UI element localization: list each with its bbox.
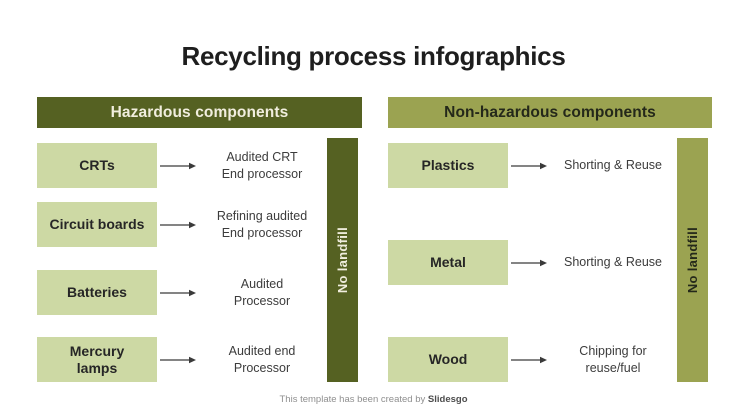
- component-box-mercury-lamps: Mercury lamps: [37, 337, 157, 382]
- component-label: CRTs: [79, 157, 115, 174]
- no-landfill-label: No landfill: [685, 226, 700, 294]
- component-box-metal: Metal: [388, 240, 508, 285]
- arrow-icon: [157, 355, 199, 365]
- no-landfill-label: No landfill: [335, 226, 350, 294]
- arrow-icon: [508, 161, 550, 171]
- result-line2: Processor: [233, 360, 291, 375]
- non-hazardous-header: Non-hazardous components: [388, 97, 712, 128]
- arrow-icon: [157, 220, 199, 230]
- component-box-crts: CRTs: [37, 143, 157, 188]
- result-line2: End processor: [221, 166, 303, 181]
- brand-name: Slidesgo: [427, 394, 468, 405]
- flow-row-circuit-boards: Circuit boards Refining audited End proc…: [37, 202, 325, 247]
- arrow-icon: [508, 258, 550, 268]
- component-box-batteries: Batteries: [37, 270, 157, 315]
- process-result: Shorting & Reuse: [550, 157, 676, 173]
- no-landfill-bar-left: No landfill: [327, 138, 358, 382]
- arrow-icon: [157, 161, 199, 171]
- result-line1: Chipping for: [579, 344, 647, 359]
- component-label: Mercury: [69, 343, 125, 360]
- arrow-icon: [508, 355, 550, 365]
- flow-row-wood: Wood Chipping for reuse/fuel: [388, 337, 676, 382]
- flow-row-plastics: Plastics Shorting & Reuse: [388, 143, 676, 188]
- process-result: Audited end Processor: [199, 343, 325, 376]
- component-label: Circuit boards: [49, 216, 145, 233]
- flow-row-mercury-lamps: Mercury lamps Audited end Processor: [37, 337, 325, 382]
- non-hazardous-header-label: Non-hazardous components: [444, 103, 656, 121]
- flow-row-crts: CRTs Audited CRT End processor: [37, 143, 325, 188]
- result-line1: Refining audited: [216, 209, 308, 224]
- hazardous-header-label: Hazardous components: [110, 103, 289, 121]
- process-result: Shorting & Reuse: [550, 254, 676, 270]
- component-label: Metal: [430, 254, 466, 271]
- hazardous-header: Hazardous components: [37, 97, 362, 128]
- result-line1: Shorting & Reuse: [564, 158, 662, 173]
- page-title: Recycling process infographics: [181, 41, 566, 71]
- attribution-text: This template has been created by: [279, 394, 428, 405]
- arrow-icon: [157, 288, 199, 298]
- process-result: Refining audited End processor: [199, 208, 325, 241]
- result-line2: reuse/fuel: [585, 360, 641, 375]
- component-box-plastics: Plastics: [388, 143, 508, 188]
- flow-row-batteries: Batteries Audited Processor: [37, 270, 325, 315]
- result-line1: Audited end: [228, 344, 296, 359]
- attribution-footer: This template has been created by Slides…: [0, 394, 747, 405]
- result-line2: End processor: [221, 225, 303, 240]
- result-line1: Shorting & Reuse: [564, 255, 662, 270]
- no-landfill-bar-right: No landfill: [677, 138, 708, 382]
- component-label: Plastics: [421, 157, 475, 174]
- component-box-wood: Wood: [388, 337, 508, 382]
- component-box-circuit-boards: Circuit boards: [37, 202, 157, 247]
- component-label: Batteries: [67, 284, 127, 301]
- result-line2: Processor: [233, 293, 291, 308]
- process-result: Chipping for reuse/fuel: [550, 343, 676, 376]
- result-line1: Audited CRT: [226, 150, 298, 165]
- process-result: Audited CRT End processor: [199, 149, 325, 182]
- process-result: Audited Processor: [199, 276, 325, 309]
- result-line1: Audited: [240, 277, 284, 292]
- component-label-line2: lamps: [76, 359, 118, 376]
- component-label: Wood: [428, 351, 468, 368]
- flow-row-metal: Metal Shorting & Reuse: [388, 240, 676, 285]
